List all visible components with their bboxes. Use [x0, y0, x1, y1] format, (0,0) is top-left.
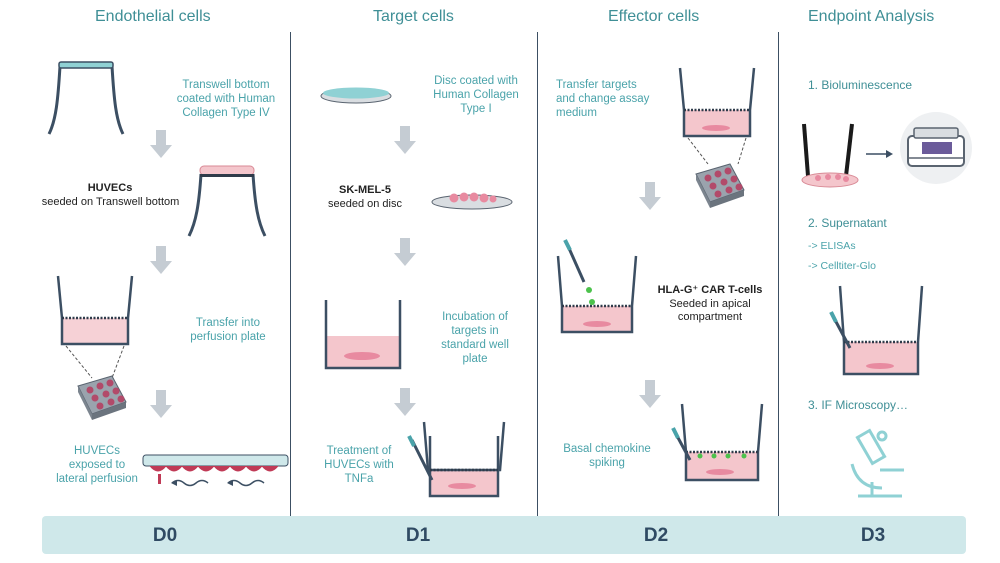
step-text: Transwell bottom coated with Human Colla… — [176, 79, 276, 119]
car-t-seeding-icon — [556, 239, 638, 334]
arrow-right-icon — [866, 150, 893, 158]
step-text: Transfer targets and change assay medium — [556, 79, 650, 119]
step-text: Treatment of HUVECs with TNFa — [324, 445, 394, 485]
day-label-d1: D1 — [405, 525, 431, 546]
column-title-endpoint: Endpoint Analysis — [808, 8, 935, 25]
tweezers-disc-icon — [801, 123, 859, 188]
plate-reader-icon — [900, 112, 972, 184]
column-title-target: Target cells — [373, 8, 454, 25]
transwell-upright-icon — [56, 275, 134, 379]
down-arrow-icon — [394, 388, 416, 416]
supernatant-transwell-icon — [829, 285, 924, 376]
multiwell-plate-icon — [695, 163, 745, 208]
down-arrow-icon — [639, 182, 661, 210]
standard-well-icon — [324, 300, 402, 370]
endpoint-subitem-celltiter: -> Celltiter-Glo — [808, 260, 876, 272]
step-text: Incubation of targets in standard well p… — [441, 311, 509, 365]
microscope-icon — [850, 428, 904, 498]
down-arrow-icon — [639, 380, 661, 408]
step-label-bold: HUVECs — [87, 182, 133, 194]
down-arrow-icon — [150, 130, 172, 158]
step-label-bold: SK-MEL-5 — [339, 184, 391, 196]
column-title-effector: Effector cells — [608, 8, 700, 25]
perfusion-plate-icon — [77, 375, 127, 420]
transwell-transfer-icon — [678, 67, 756, 165]
day-label-d2: D2 — [643, 525, 669, 546]
step-label-bold: HLA-G⁺ CAR T-cells — [657, 284, 763, 296]
day-label-d3: D3 — [860, 525, 886, 546]
endpoint-item-microscopy: 3. IF Microscopy… — [808, 398, 909, 412]
endpoint-subitem-elisa: -> ELISAs — [808, 240, 856, 252]
column-title-endothelial: Endothelial cells — [95, 8, 211, 25]
down-arrow-icon — [394, 126, 416, 154]
transwell-inverted-icon — [47, 61, 125, 135]
endpoint-item-supernatant: 2. Supernatant — [808, 216, 887, 230]
transwell-huvec-icon — [187, 165, 267, 237]
column-divider — [778, 32, 779, 550]
transwell-tnfa-icon — [407, 421, 506, 498]
step-text-dark: Seeded in apical compartment — [669, 298, 751, 323]
step-text: HUVECs exposed to lateral perfusion — [56, 445, 138, 485]
day-label-d0: D0 — [152, 525, 178, 546]
step-text-dark: seeded on disc — [328, 198, 402, 210]
step-text: Transfer into perfusion plate — [190, 317, 266, 343]
perfusion-channel-icon — [142, 454, 289, 487]
down-arrow-icon — [150, 390, 172, 418]
down-arrow-icon — [150, 246, 172, 274]
column-divider — [537, 32, 538, 550]
step-text: Basal chemokine spiking — [563, 443, 651, 469]
down-arrow-icon — [394, 238, 416, 266]
coated-disc-icon — [320, 87, 392, 104]
seeded-disc-icon — [431, 192, 513, 210]
step-text-dark: seeded on Transwell bottom — [41, 196, 180, 208]
chemokine-spiking-icon — [671, 403, 764, 482]
endpoint-item-bioluminescence: 1. Bioluminescence — [808, 78, 913, 92]
column-divider — [290, 32, 291, 550]
step-text: Disc coated with Human Collagen Type I — [433, 75, 519, 115]
day-timeline-bar — [42, 516, 966, 554]
